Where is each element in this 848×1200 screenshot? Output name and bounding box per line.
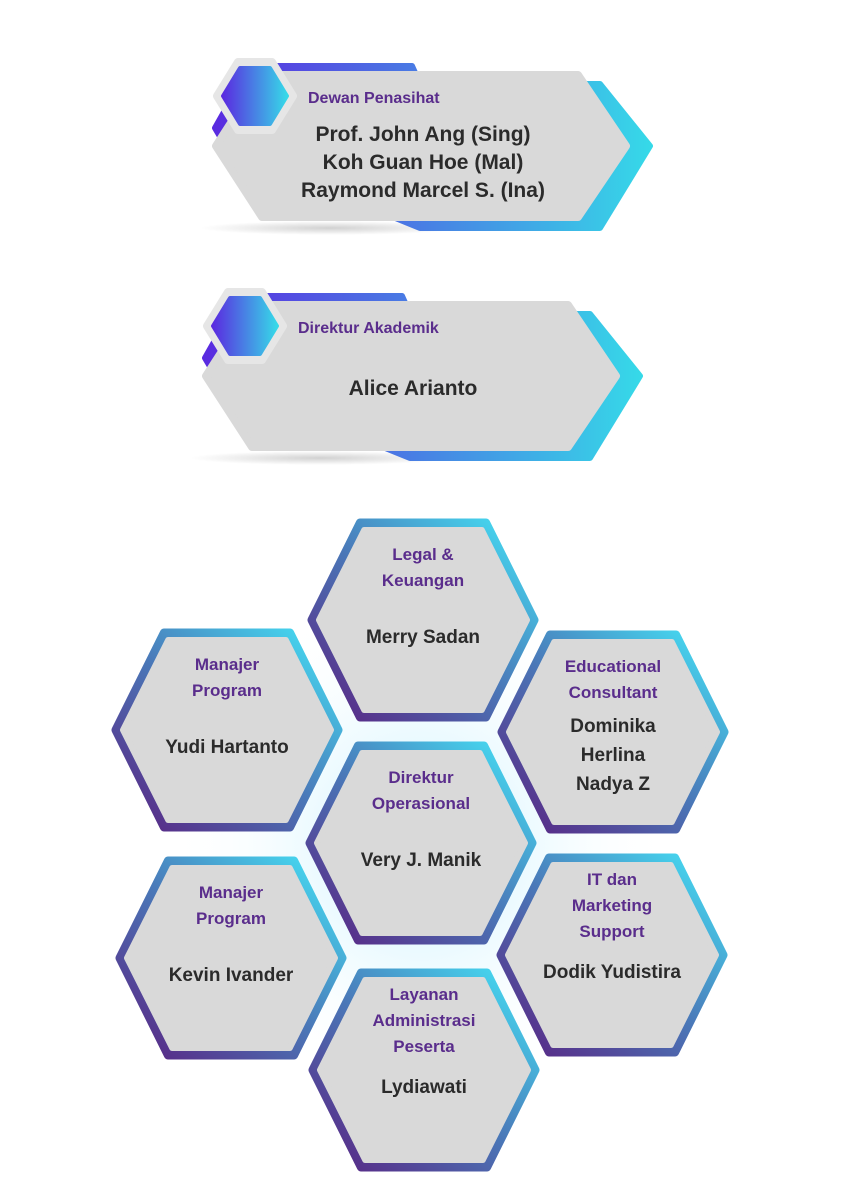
hexagon-name: Yudi Hartanto [165,737,289,758]
hexagon-badge-icon [211,296,279,356]
hexagon-role: Direktur [388,768,454,787]
hexagon-body [120,637,334,823]
hexagon-role: Keuangan [382,571,464,590]
hexagon-name: Dodik Yudistira [543,962,681,983]
hexagon-name: Very J. Manik [361,850,482,871]
card-name: Koh Guan Hoe (Mal) [323,151,524,174]
hexagon-name: Nadya Z [576,774,650,795]
hexagon-role: Marketing [572,896,652,915]
hexagon-body [124,865,338,1051]
hexagon-role: Administrasi [373,1011,476,1030]
hexagon-body [316,527,530,713]
card-body [212,71,630,221]
hexagon-role: Operasional [372,794,470,813]
hexagon-name: Lydiawati [381,1077,467,1098]
hexagon-role: IT dan [587,870,637,889]
hexagon-role: Layanan [390,985,459,1004]
card-name: Raymond Marcel S. (Ina) [301,179,545,202]
hexagon-name: Merry Sadan [366,627,480,648]
card-role: Direktur Akademik [298,320,439,337]
card-shadow [190,451,450,465]
card-role: Dewan Penasihat [308,90,440,107]
card-shadow [200,221,460,235]
hexagon-body [314,750,528,936]
hexagon-role: Consultant [569,683,658,702]
hexagon-body [506,639,720,825]
card-name: Alice Arianto [349,377,478,400]
hexagon-role: Educational [565,657,661,676]
hexagon-role: Program [196,909,266,928]
hexagon-body [317,977,531,1163]
hexagon-name: Dominika [570,716,656,737]
hexagon-role: Program [192,681,262,700]
card-name: Prof. John Ang (Sing) [315,123,530,146]
hexagon-badge-icon [221,66,289,126]
hexagon-name: Herlina [581,745,646,766]
hexagon-body [505,862,719,1048]
hexagon-role: Support [579,922,644,941]
hexagon-role: Peserta [393,1037,455,1056]
hexagon-role: Manajer [199,883,264,902]
department-hexagon: EducationalConsultantDominikaHerlinaNady… [497,630,729,834]
hexagon-name: Kevin Ivander [169,965,294,986]
card-body [202,301,620,451]
hexagon-role: Manajer [195,655,260,674]
hexagon-role: Legal & [392,545,453,564]
